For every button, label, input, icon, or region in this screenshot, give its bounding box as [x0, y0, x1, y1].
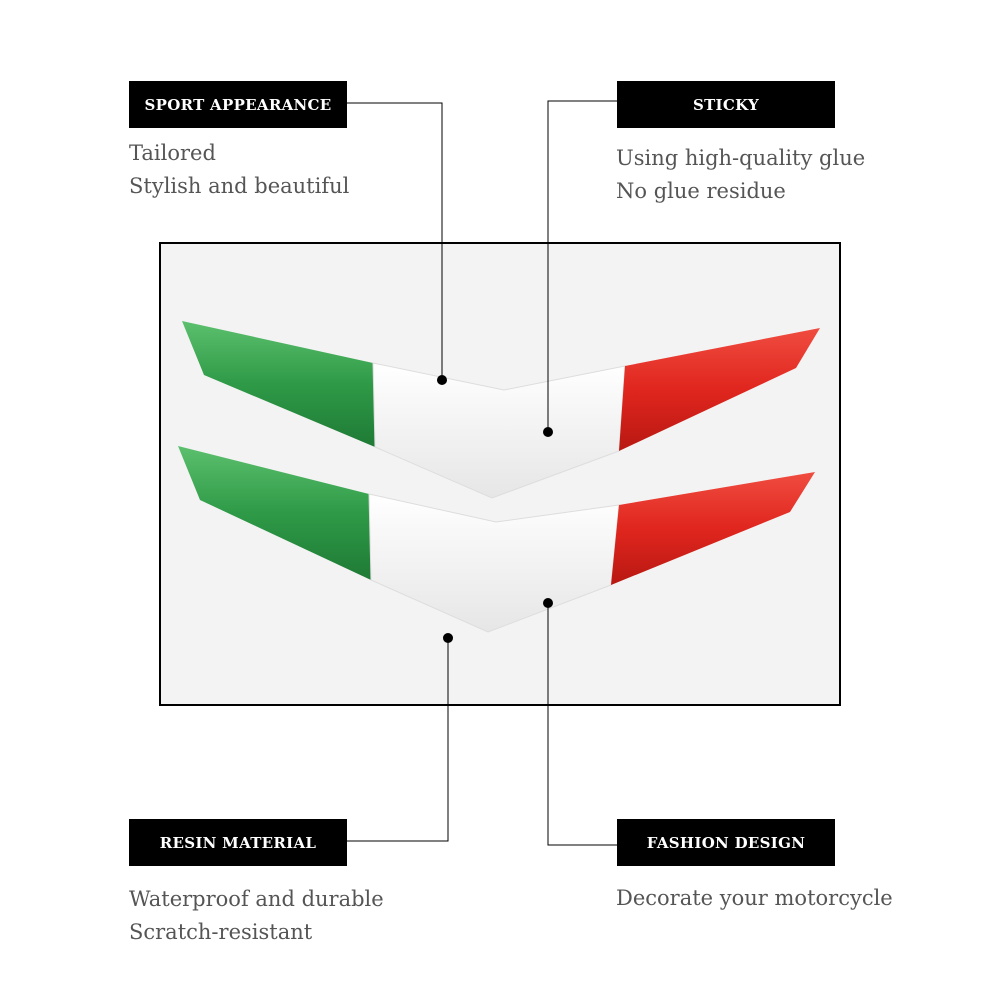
sticky-description: Using high-quality glue No glue residue	[616, 142, 865, 208]
sport-appearance-description: Tailored Stylish and beautiful	[129, 137, 349, 203]
resin-material-line-2: Scratch-resistant	[129, 920, 313, 944]
sticky-callout-line	[547, 100, 617, 432]
sticker-top-green-band	[182, 321, 375, 447]
sport-appearance-callout-dot	[437, 375, 447, 385]
sport-appearance-line-2: Stylish and beautiful	[129, 174, 350, 198]
resin-material-label: RESIN MATERIAL	[129, 819, 347, 866]
resin-material-line-1: Waterproof and durable	[129, 887, 384, 911]
fashion-design-callout-line	[547, 603, 617, 846]
sticky-line-2: No glue residue	[616, 179, 786, 203]
sport-appearance-callout-line	[347, 102, 443, 380]
sticker-bottom-white-band	[368, 493, 620, 633]
sticker-bottom-green-band	[178, 446, 371, 580]
sticky-label: STICKY	[617, 81, 835, 128]
sticker-top-red-band	[619, 328, 820, 451]
sticker-bottom-red-band	[611, 472, 815, 585]
sticky-callout-dot	[543, 427, 553, 437]
fashion-design-description: Decorate your motorcycle	[616, 882, 893, 915]
sticker-bottom	[178, 446, 815, 633]
fashion-design-label: FASHION DESIGN	[617, 819, 835, 866]
resin-material-callout-dot	[443, 633, 453, 643]
resin-material-callout-line	[347, 638, 449, 842]
fashion-design-line-1: Decorate your motorcycle	[616, 886, 893, 910]
sticker-top	[182, 321, 820, 499]
sport-appearance-label: SPORT APPEARANCE	[129, 81, 347, 128]
sticky-line-1: Using high-quality glue	[616, 146, 866, 170]
resin-material-description: Waterproof and durable Scratch-resistant	[129, 883, 384, 949]
fashion-design-callout-dot	[543, 598, 553, 608]
sport-appearance-line-1: Tailored	[129, 141, 216, 165]
sticker-top-white-band	[372, 362, 626, 499]
